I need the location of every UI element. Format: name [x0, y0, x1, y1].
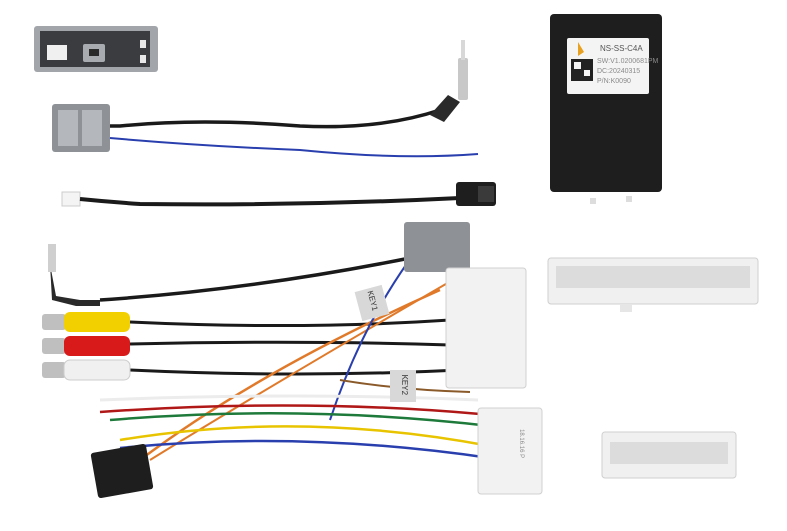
decoder-dc-label: DC:20240315 [597, 68, 641, 75]
wire-tag-key1 [354, 284, 390, 322]
wire-tag-key2 [390, 370, 416, 402]
antenna-adapter-cable [52, 40, 479, 158]
usb-extension-cable [61, 182, 496, 207]
white-harness-connector-upper [445, 267, 527, 389]
white-harness-connector-lower [477, 407, 543, 495]
canbus-decoder-box [550, 14, 662, 204]
black-iso-connector [90, 443, 154, 499]
white-connector-large [547, 257, 759, 312]
gray-connector-top [34, 26, 158, 72]
decoder-sw-label: SW:V1.0200681PM [597, 58, 659, 65]
connector-label-text: 18.16.16 P [518, 429, 525, 459]
gray-connector-mid [404, 222, 470, 272]
wire-tag-key2-text: KEY2 [400, 374, 410, 396]
decoder-pn-label: P/N:K0090 [597, 78, 631, 85]
rca-plugs [42, 244, 131, 381]
decoder-model-label: NS-SS-C4A [600, 44, 643, 53]
main-wiring-harness [99, 256, 491, 462]
white-connector-small [601, 431, 737, 479]
